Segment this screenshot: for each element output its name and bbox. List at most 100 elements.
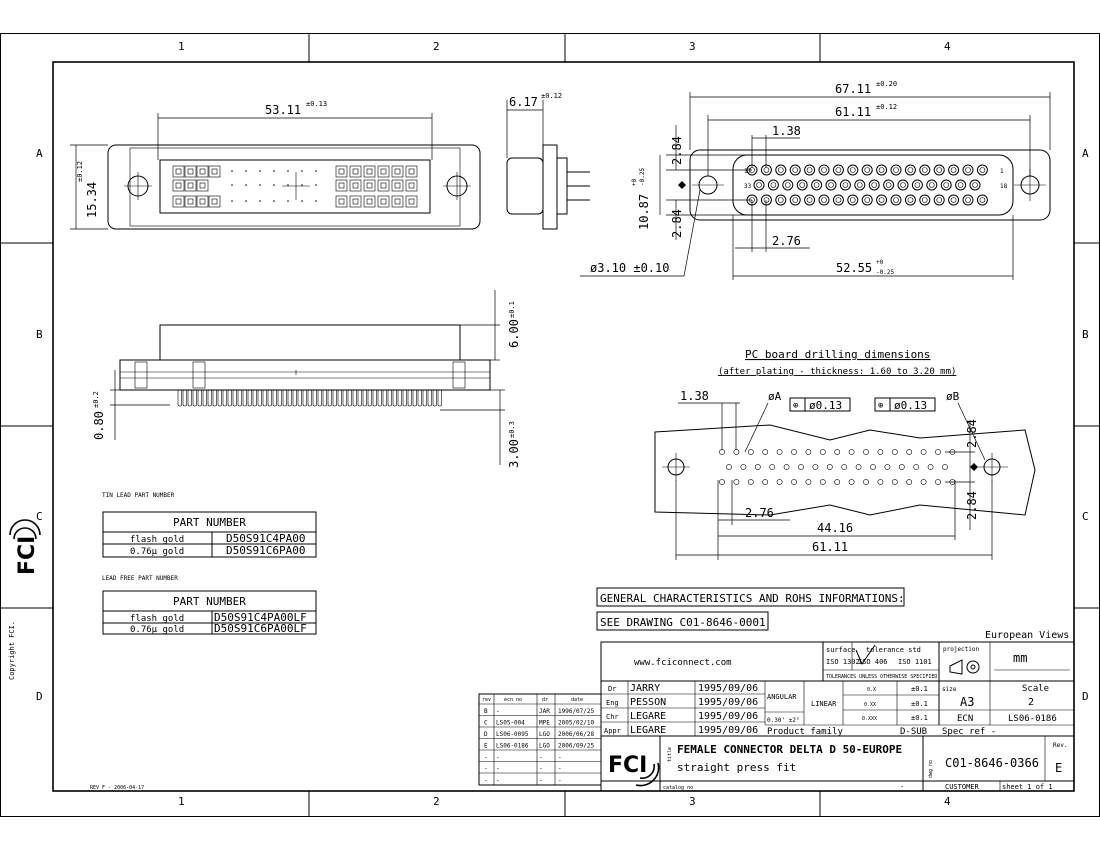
pin-hole	[854, 179, 866, 191]
contact-cell-inner	[187, 182, 194, 189]
contact-cell-inner	[366, 182, 373, 189]
pcb-dia-b: øB	[946, 390, 960, 403]
contact-dot	[315, 184, 317, 186]
tol-note: TOLERANCES UNLESS OTHERWISE SPECIFIED	[826, 674, 937, 680]
pcb-hole	[733, 449, 740, 455]
row-label-b: B	[36, 328, 43, 341]
rev-cell: -	[539, 766, 543, 773]
col-label-2: 2	[433, 40, 440, 53]
angular-tol: 0.30' ±2°	[767, 717, 800, 724]
pin-hole	[811, 179, 823, 191]
pin-inner	[806, 197, 813, 203]
pin-hole	[804, 164, 816, 176]
pin-inner	[907, 197, 914, 203]
pcb-hole	[834, 449, 841, 455]
rev-cell: -	[558, 777, 562, 784]
lf-finish-0: flash gold	[130, 614, 184, 624]
person-name-2: LEGARE	[630, 711, 666, 722]
contact-dot	[301, 170, 303, 172]
tr-pin-span-tol-dn: -0.25	[876, 269, 894, 276]
tr-height-dim: 10.87	[637, 194, 651, 230]
tr-pin-span: 52.55	[836, 261, 872, 275]
pcb-hole	[783, 464, 790, 470]
tr-height-tol-dn: -0.25	[639, 168, 646, 186]
pin-hole	[904, 194, 916, 206]
pcb-hole	[826, 464, 833, 470]
surface-std: ISO 1302	[826, 658, 860, 666]
pin-inner	[957, 182, 964, 188]
contact-cell	[391, 179, 404, 192]
pcb-hole	[805, 479, 812, 485]
press-fit-tail	[322, 389, 327, 407]
svg-text:⊕: ⊕	[878, 401, 883, 411]
contact-cell	[405, 165, 418, 178]
rev-cell: -	[539, 777, 543, 784]
contact-cell-inner	[199, 168, 206, 175]
pcb-hole	[762, 449, 769, 455]
pin-hole	[861, 194, 873, 206]
press-fit-tail	[267, 389, 272, 407]
pin-hole	[876, 164, 888, 176]
tin-lead-heading: TIN LEAD PART NUMBER	[102, 492, 175, 499]
product-family-label: Product family	[767, 727, 843, 737]
pin-hole	[962, 194, 974, 206]
contact-cell	[405, 195, 418, 208]
contact-cell-inner	[211, 168, 218, 175]
rev-cell: B	[484, 708, 488, 715]
contact-cell-inner	[394, 198, 401, 205]
pin-hole	[753, 179, 765, 191]
lf-finish-1: 0.76µ gold	[130, 625, 184, 635]
pin-hole	[839, 179, 851, 191]
pcb-hole	[935, 479, 941, 485]
rev-cell: LGO	[539, 731, 550, 738]
pin-inner	[770, 182, 777, 188]
contact-cell-inner	[199, 198, 206, 205]
contact-dot	[273, 200, 275, 202]
contact-cell-inner	[338, 182, 345, 189]
contact-cell	[184, 179, 197, 192]
contact-cell	[363, 195, 376, 208]
pcb-hole	[762, 479, 769, 485]
lin-fmt-0: 0.X	[867, 687, 876, 693]
press-fit-tail	[282, 389, 287, 407]
press-fit-tail	[212, 389, 217, 407]
rev-cell: 2006/06/28	[558, 731, 595, 738]
lin-tol-0: ±0.1	[911, 685, 928, 693]
press-fit-tail	[427, 389, 432, 407]
projection-symbol-icon	[949, 659, 980, 675]
contact-cell	[335, 179, 348, 192]
catalog-label: catalog no	[663, 785, 693, 791]
contact-dot	[273, 184, 275, 186]
rev-h3: date	[571, 697, 583, 703]
person-role-3: Appr	[604, 727, 621, 735]
pin-inner	[842, 182, 849, 188]
press-fit-tail	[362, 389, 367, 407]
pin-inner	[893, 197, 899, 203]
contact-cell-inner	[338, 198, 345, 205]
pin-inner	[806, 167, 813, 173]
tin-lead-title: PART NUMBER	[173, 516, 246, 529]
press-fit-tail	[342, 389, 347, 407]
dwg-no: C01-8646-0366	[945, 756, 1039, 770]
pin-inner	[907, 167, 914, 173]
pin-inner	[821, 167, 827, 173]
contact-dot	[273, 170, 275, 172]
contact-dot	[315, 200, 317, 202]
contact-cell-inner	[175, 182, 182, 189]
profile-tail-dim: 3.00	[507, 439, 521, 468]
copyright-text: Copyright FCI.	[8, 621, 16, 680]
outer-frame	[0, 33, 1100, 817]
pin-hole	[832, 164, 844, 176]
pin-hole	[868, 179, 880, 191]
contact-cell-inner	[366, 198, 373, 205]
lead-free-table: LEAD FREE PART NUMBER PART NUMBER flash …	[102, 575, 317, 635]
linear-label: LINEAR	[811, 700, 837, 708]
product-family: D-SUB	[900, 727, 927, 737]
pin-hole	[940, 179, 952, 191]
pin-inner	[921, 167, 928, 173]
pin-hole	[890, 164, 902, 176]
press-fit-tail	[277, 389, 282, 407]
pin-hole	[976, 194, 988, 206]
person-name-3: LEGARE	[630, 725, 666, 736]
pcb-pitch: 1.38	[680, 389, 709, 403]
